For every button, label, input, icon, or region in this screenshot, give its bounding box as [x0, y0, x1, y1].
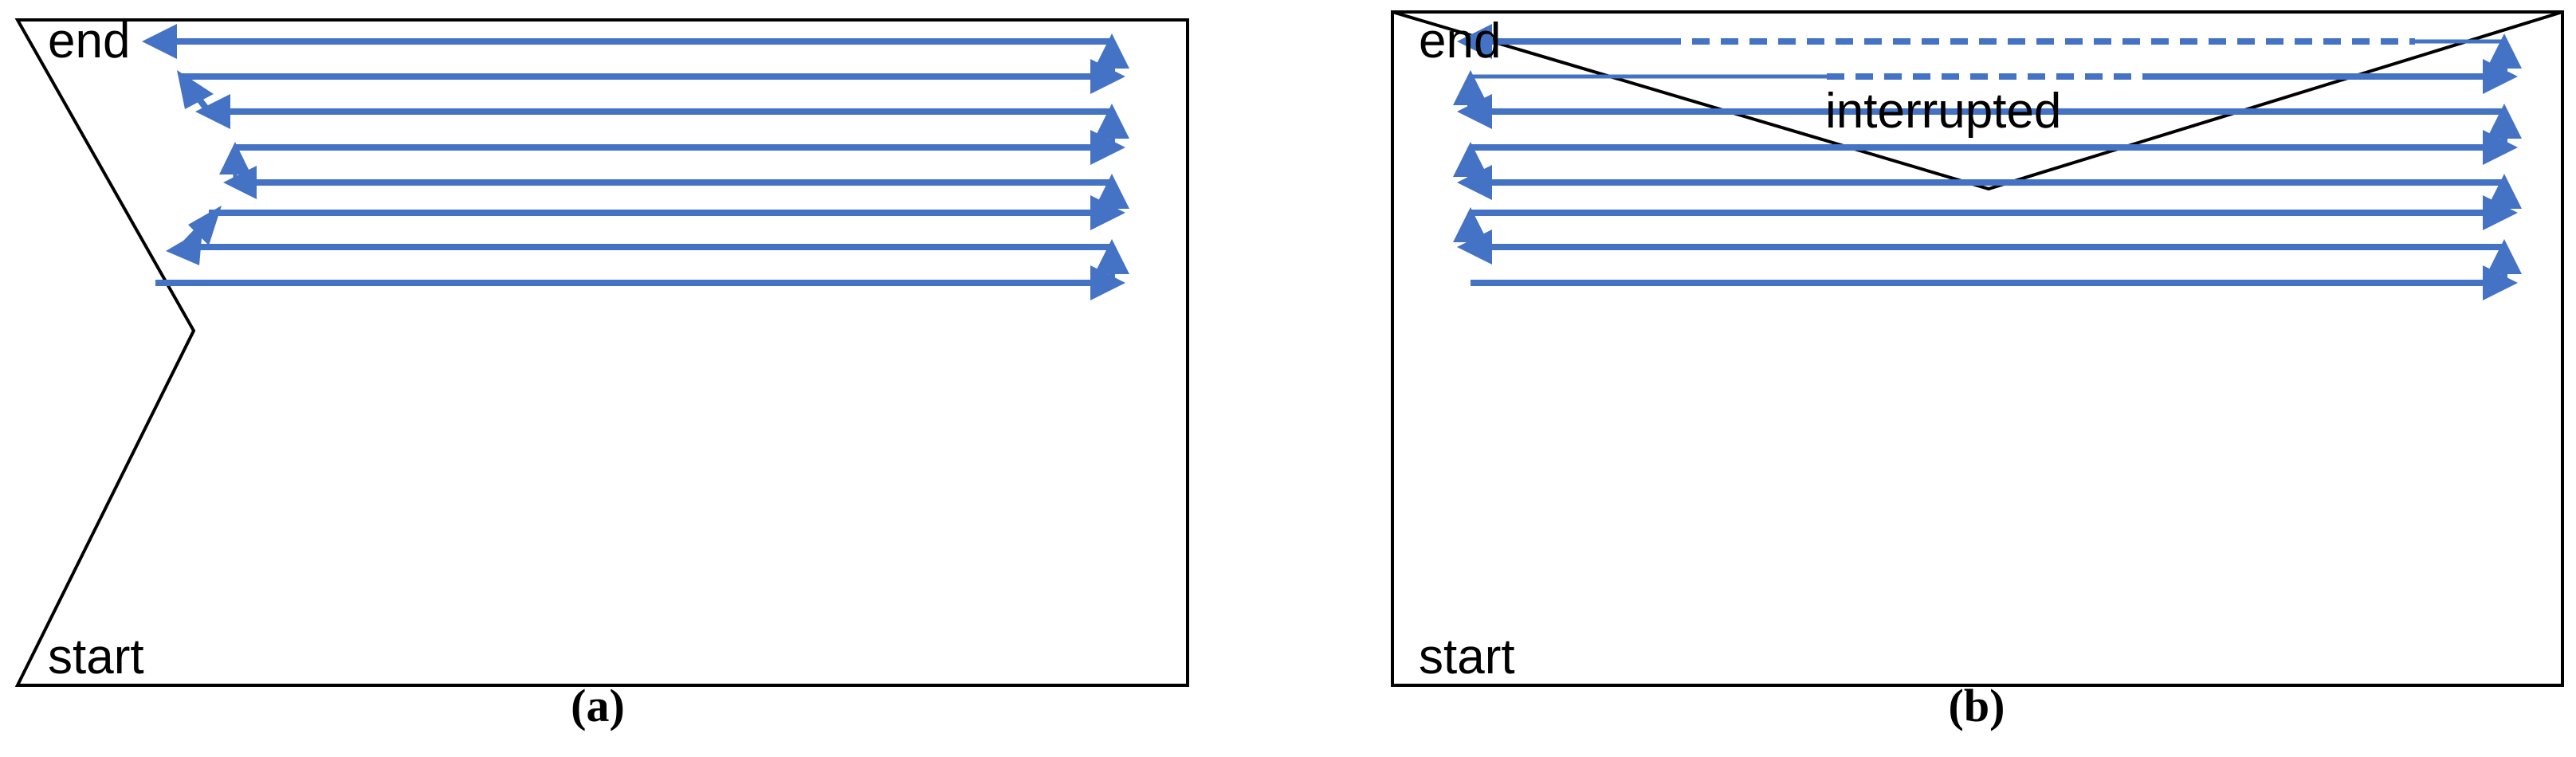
arrow-head-up	[1094, 104, 1129, 139]
panel-a-row-3	[235, 130, 1125, 165]
arrow-head-up	[2487, 33, 2522, 69]
panel-b-caption: (b)	[1949, 680, 2005, 732]
panel-b-interruption-boundary	[1392, 10, 2563, 191]
panel-a-row-6	[166, 229, 1112, 265]
panel-b-row-4	[1457, 165, 2504, 200]
panel-a-outline	[14, 18, 1189, 687]
panel-b-interrupted-label: interrupted	[1825, 84, 2061, 139]
panel-b-row-3	[1453, 130, 2518, 177]
panel-a-row-1	[182, 59, 1125, 94]
arrow-head-up	[2487, 104, 2522, 139]
arrow-head-up	[219, 142, 251, 175]
panel-a-start-label: start	[48, 630, 144, 684]
arrow-head-up	[1453, 70, 1488, 105]
arrow-head-right	[2483, 195, 2518, 230]
arrow-head-right	[2483, 265, 2518, 300]
arrow-head-left	[1457, 229, 1492, 265]
arrow-head-up	[1094, 239, 1129, 274]
panel-b-row-2	[1457, 94, 2504, 129]
panel-a-row-7	[155, 265, 1125, 300]
panel-a-row-2	[195, 94, 1112, 129]
arrow-head-up	[2487, 239, 2522, 274]
arrow-head-right	[2483, 130, 2518, 165]
arrow-head-left	[1457, 94, 1492, 129]
arrow-head-up	[1453, 142, 1488, 177]
arrow-head-left	[1457, 165, 1492, 200]
arrow-head-right	[2483, 59, 2518, 94]
arrow-head-left	[142, 24, 177, 59]
arrow-head-up	[2487, 174, 2522, 209]
panel-b-start-label: start	[1419, 630, 1515, 684]
arrow-head-downleft	[166, 229, 202, 265]
arrow-head-upleft	[177, 70, 214, 109]
arrow-head-left	[195, 94, 230, 129]
arrow-head-right	[1090, 130, 1125, 165]
arrow-head-left	[1457, 24, 1492, 59]
arrow-head-right	[1090, 265, 1125, 300]
panel-b-row-6	[1457, 229, 2504, 265]
arrow-head-right	[1090, 59, 1125, 94]
panel-a-row-4	[223, 166, 1112, 199]
arrow-head-upright	[188, 206, 222, 245]
panel-a-caption: (a)	[571, 680, 625, 732]
arrow-head-left	[223, 166, 257, 199]
arrow-head-up	[1094, 33, 1129, 69]
panel-b-row-5	[1453, 195, 2518, 242]
arrow-head-up	[1453, 207, 1488, 242]
panel-a-row-5	[209, 195, 1125, 230]
panel-a: end start (a)	[14, 14, 1189, 732]
panel-b-outline	[1391, 10, 2564, 687]
panel-b-end-label: end	[1419, 14, 1501, 69]
panel-a-end-label: end	[48, 14, 130, 69]
panel-b-row-7	[1471, 265, 2518, 300]
arrow-head-right	[1090, 195, 1125, 230]
panel-b-row-0	[1457, 24, 2504, 59]
panel-a-row-0	[142, 24, 1112, 59]
panel-b: end start interrupted (b)	[1391, 10, 2564, 732]
arrow-head-up	[1094, 174, 1129, 209]
panel-b-row-1	[1453, 59, 2518, 105]
